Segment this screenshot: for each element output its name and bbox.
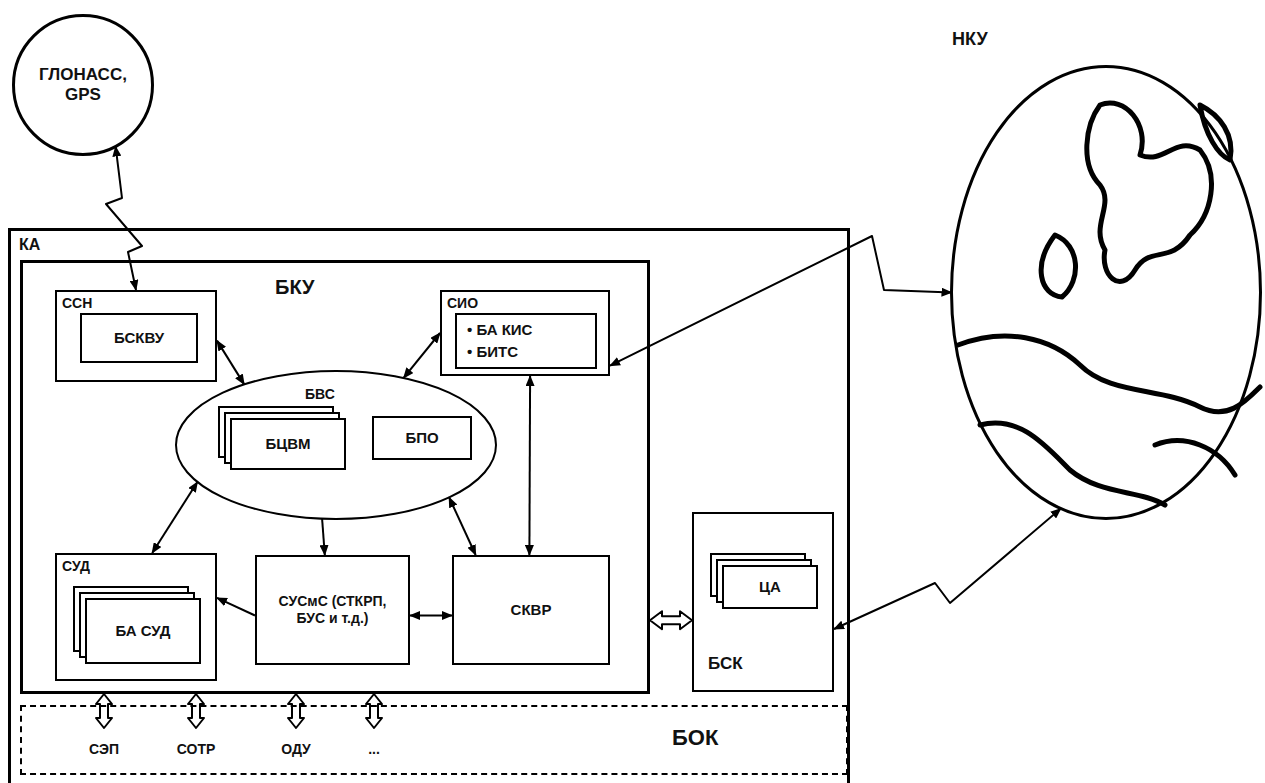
outline-ellipse	[176, 371, 496, 519]
node-label: БА СУД	[115, 622, 170, 640]
continent-outline	[958, 336, 1260, 412]
node-label: СКВР	[511, 601, 552, 619]
node-label: ЦА	[759, 578, 781, 596]
connector	[217, 598, 255, 616]
special-complex-box: БСК ЦА	[692, 512, 834, 692]
node-label: БЦВМ	[265, 435, 310, 453]
double-arrow	[650, 611, 692, 629]
node-label: СУД	[62, 558, 90, 575]
hollow-arrow	[288, 694, 304, 728]
spacecraft-box: КА БКУ ССН БСКВУ СИО • БА КИС • БИТС БВС БЦВМ БПО…	[8, 228, 850, 783]
satellite-system-circle: ГЛОНАСС, GPS	[12, 14, 154, 156]
connector	[528, 376, 531, 555]
continent-outline	[1200, 105, 1231, 160]
node-label: БКУ	[275, 275, 315, 299]
connector	[404, 333, 440, 378]
node-label: СЭП	[89, 741, 119, 758]
service-complex-band: СЭП СОТР ОДУ... БОК	[20, 705, 848, 775]
stacked-unit-box: ЦА	[722, 565, 818, 609]
hollow-arrow	[96, 694, 112, 728]
node-label: ГЛОНАСС, GPS	[28, 65, 138, 106]
node-label: ...	[368, 741, 380, 758]
continent-outline	[1041, 235, 1075, 297]
connector	[449, 497, 476, 555]
ground-control-globe: НКУ	[950, 65, 1262, 520]
connector	[610, 236, 952, 366]
node-label: • БИТС	[467, 343, 518, 361]
connector	[410, 615, 452, 617]
stacked-unit-box: БА СУД	[85, 598, 201, 664]
subsystem-box: СУСмС (СТКРП, БУС и т.д.)	[255, 555, 410, 665]
node-outline	[950, 65, 1262, 520]
node-label: БСКВУ	[114, 329, 164, 347]
node-label: БСК	[708, 654, 743, 674]
software-box: БПО	[372, 416, 472, 460]
subsystem-box: ССН БСКВУ	[55, 290, 217, 382]
subsystem-box: СКВР	[452, 555, 610, 665]
unit-box: БСКВУ	[80, 313, 198, 363]
node-label: БПО	[405, 429, 438, 447]
outline-ellipse	[952, 67, 1261, 519]
control-complex-box: БКУ ССН БСКВУ СИО • БА КИС • БИТС БВС БЦВМ БПО СУ…	[20, 260, 650, 694]
outline-ellipse	[14, 16, 153, 155]
connector	[152, 482, 197, 553]
connector	[834, 509, 1061, 629]
continent-outline	[1155, 441, 1235, 475]
continent-outline	[1087, 103, 1212, 281]
stacked-unit-box: БЦВМ	[230, 418, 346, 470]
node-label: ОДУ	[281, 741, 311, 758]
node-label: НКУ	[952, 29, 988, 51]
node-label: ССН	[62, 295, 92, 312]
continent-outline	[980, 423, 1165, 505]
computer-system-ellipse: БВС БЦВМ БПО	[175, 370, 497, 520]
node-label: СОТР	[177, 741, 216, 758]
connector	[322, 519, 325, 555]
node-label: СИО	[447, 295, 478, 312]
node-label: СУСмС (СТКРП, БУС и т.д.)	[274, 593, 392, 627]
unit-list-box: • БА КИС • БИТС	[455, 313, 597, 369]
node-label: БОК	[672, 725, 718, 751]
connector	[106, 146, 142, 290]
node-label: КА	[19, 235, 40, 254]
node-label: БВС	[305, 386, 335, 403]
hollow-arrow	[366, 694, 382, 728]
node-label: • БА КИС	[467, 321, 532, 339]
node-outline	[175, 370, 497, 520]
connector	[217, 341, 244, 385]
subsystem-box: СИО • БА КИС • БИТС	[440, 290, 610, 376]
subsystem-box: СУД БА СУД	[55, 553, 217, 681]
hollow-arrow	[188, 694, 204, 728]
